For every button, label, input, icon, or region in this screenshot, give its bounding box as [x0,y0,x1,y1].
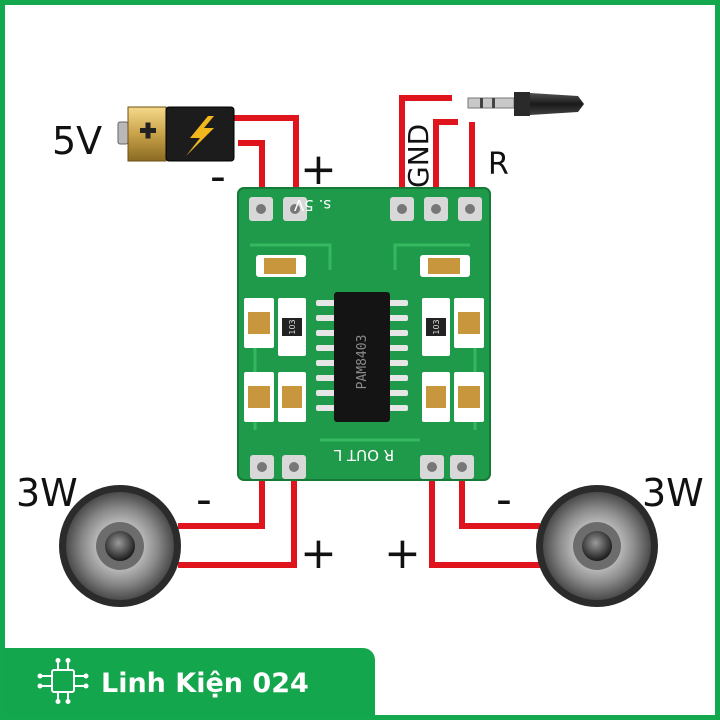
right-speaker-minus-wire [459,470,540,529]
battery-negative-wire [238,140,265,198]
ic-pins [316,300,408,411]
battery-minus-label: - [210,151,226,202]
chip-text: PAM8403 [355,335,370,390]
voltage-label: 5V [52,119,103,163]
amplifier-board: PAM8403 s. 5V R OUT L 103 103 [237,187,491,481]
left-plus-label: + [300,528,337,579]
battery-plus-label: + [300,144,337,195]
brand-name: Linh Kiện 024 [101,668,309,699]
right-power-label: 3W [642,471,704,515]
right-minus-label: - [496,474,512,525]
battery-positive-wire [232,115,299,198]
left-input-wire [433,119,458,198]
left-components [244,298,306,422]
left-speaker-plus-wire [178,470,297,568]
bottom-pads [250,455,474,479]
capacitors [256,255,470,277]
audio-jack-icon [467,92,584,116]
gnd-label: GND [402,123,435,188]
battery-icon [117,106,235,162]
gnd-wire [399,95,452,198]
left-speaker-minus-wire [178,470,265,529]
right-components [422,298,484,422]
board-bottom-silk: R OUT L [333,446,394,464]
right-speaker-plus-wire [429,470,540,568]
right-speaker-icon [536,485,658,607]
chip-logo-icon [37,658,89,704]
left-minus-label: - [196,474,212,525]
board-top-silk: s. 5V [293,196,331,214]
right-plus-label: + [384,528,421,579]
resistor-code-right: 103 [432,319,441,334]
brand-banner: Linh Kiện 024 [5,648,375,715]
left-power-label: 3W [16,471,78,515]
wires [178,95,540,568]
right-channel-label: R [488,147,509,182]
left-speaker-icon [59,485,181,607]
top-pads [249,197,482,221]
ic-chip [334,292,390,422]
resistor-code-left: 103 [288,319,297,334]
